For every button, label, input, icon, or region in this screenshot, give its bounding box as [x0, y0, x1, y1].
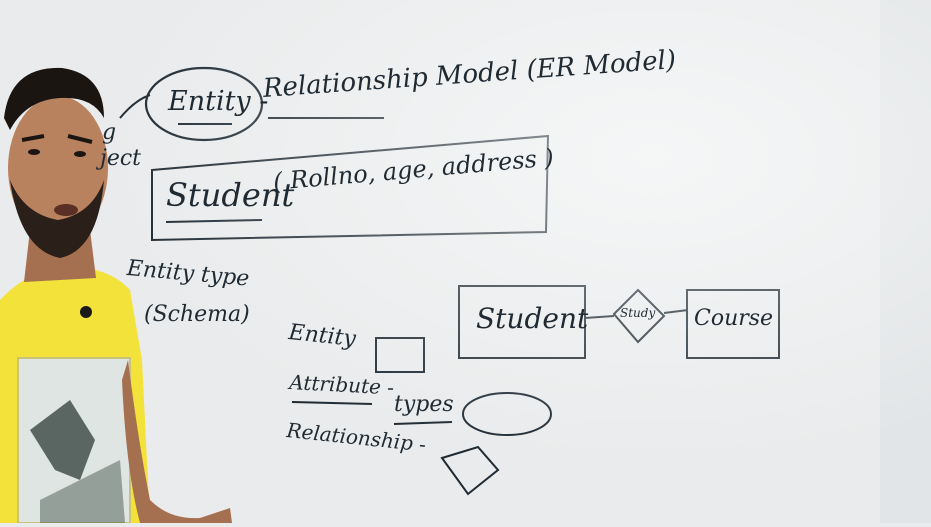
er-study-text: Study: [620, 306, 656, 320]
title-entity-text: Entity -: [168, 86, 269, 117]
er-student-text: Student: [476, 302, 589, 335]
schema-label: (Schema): [144, 302, 250, 327]
margin-text-bottom: ject: [100, 146, 142, 171]
schema-entity-text: Student: [166, 176, 295, 214]
er-course-text: Course: [694, 306, 774, 331]
legend-types-label: types: [394, 392, 454, 417]
margin-text-top: g: [102, 120, 117, 145]
